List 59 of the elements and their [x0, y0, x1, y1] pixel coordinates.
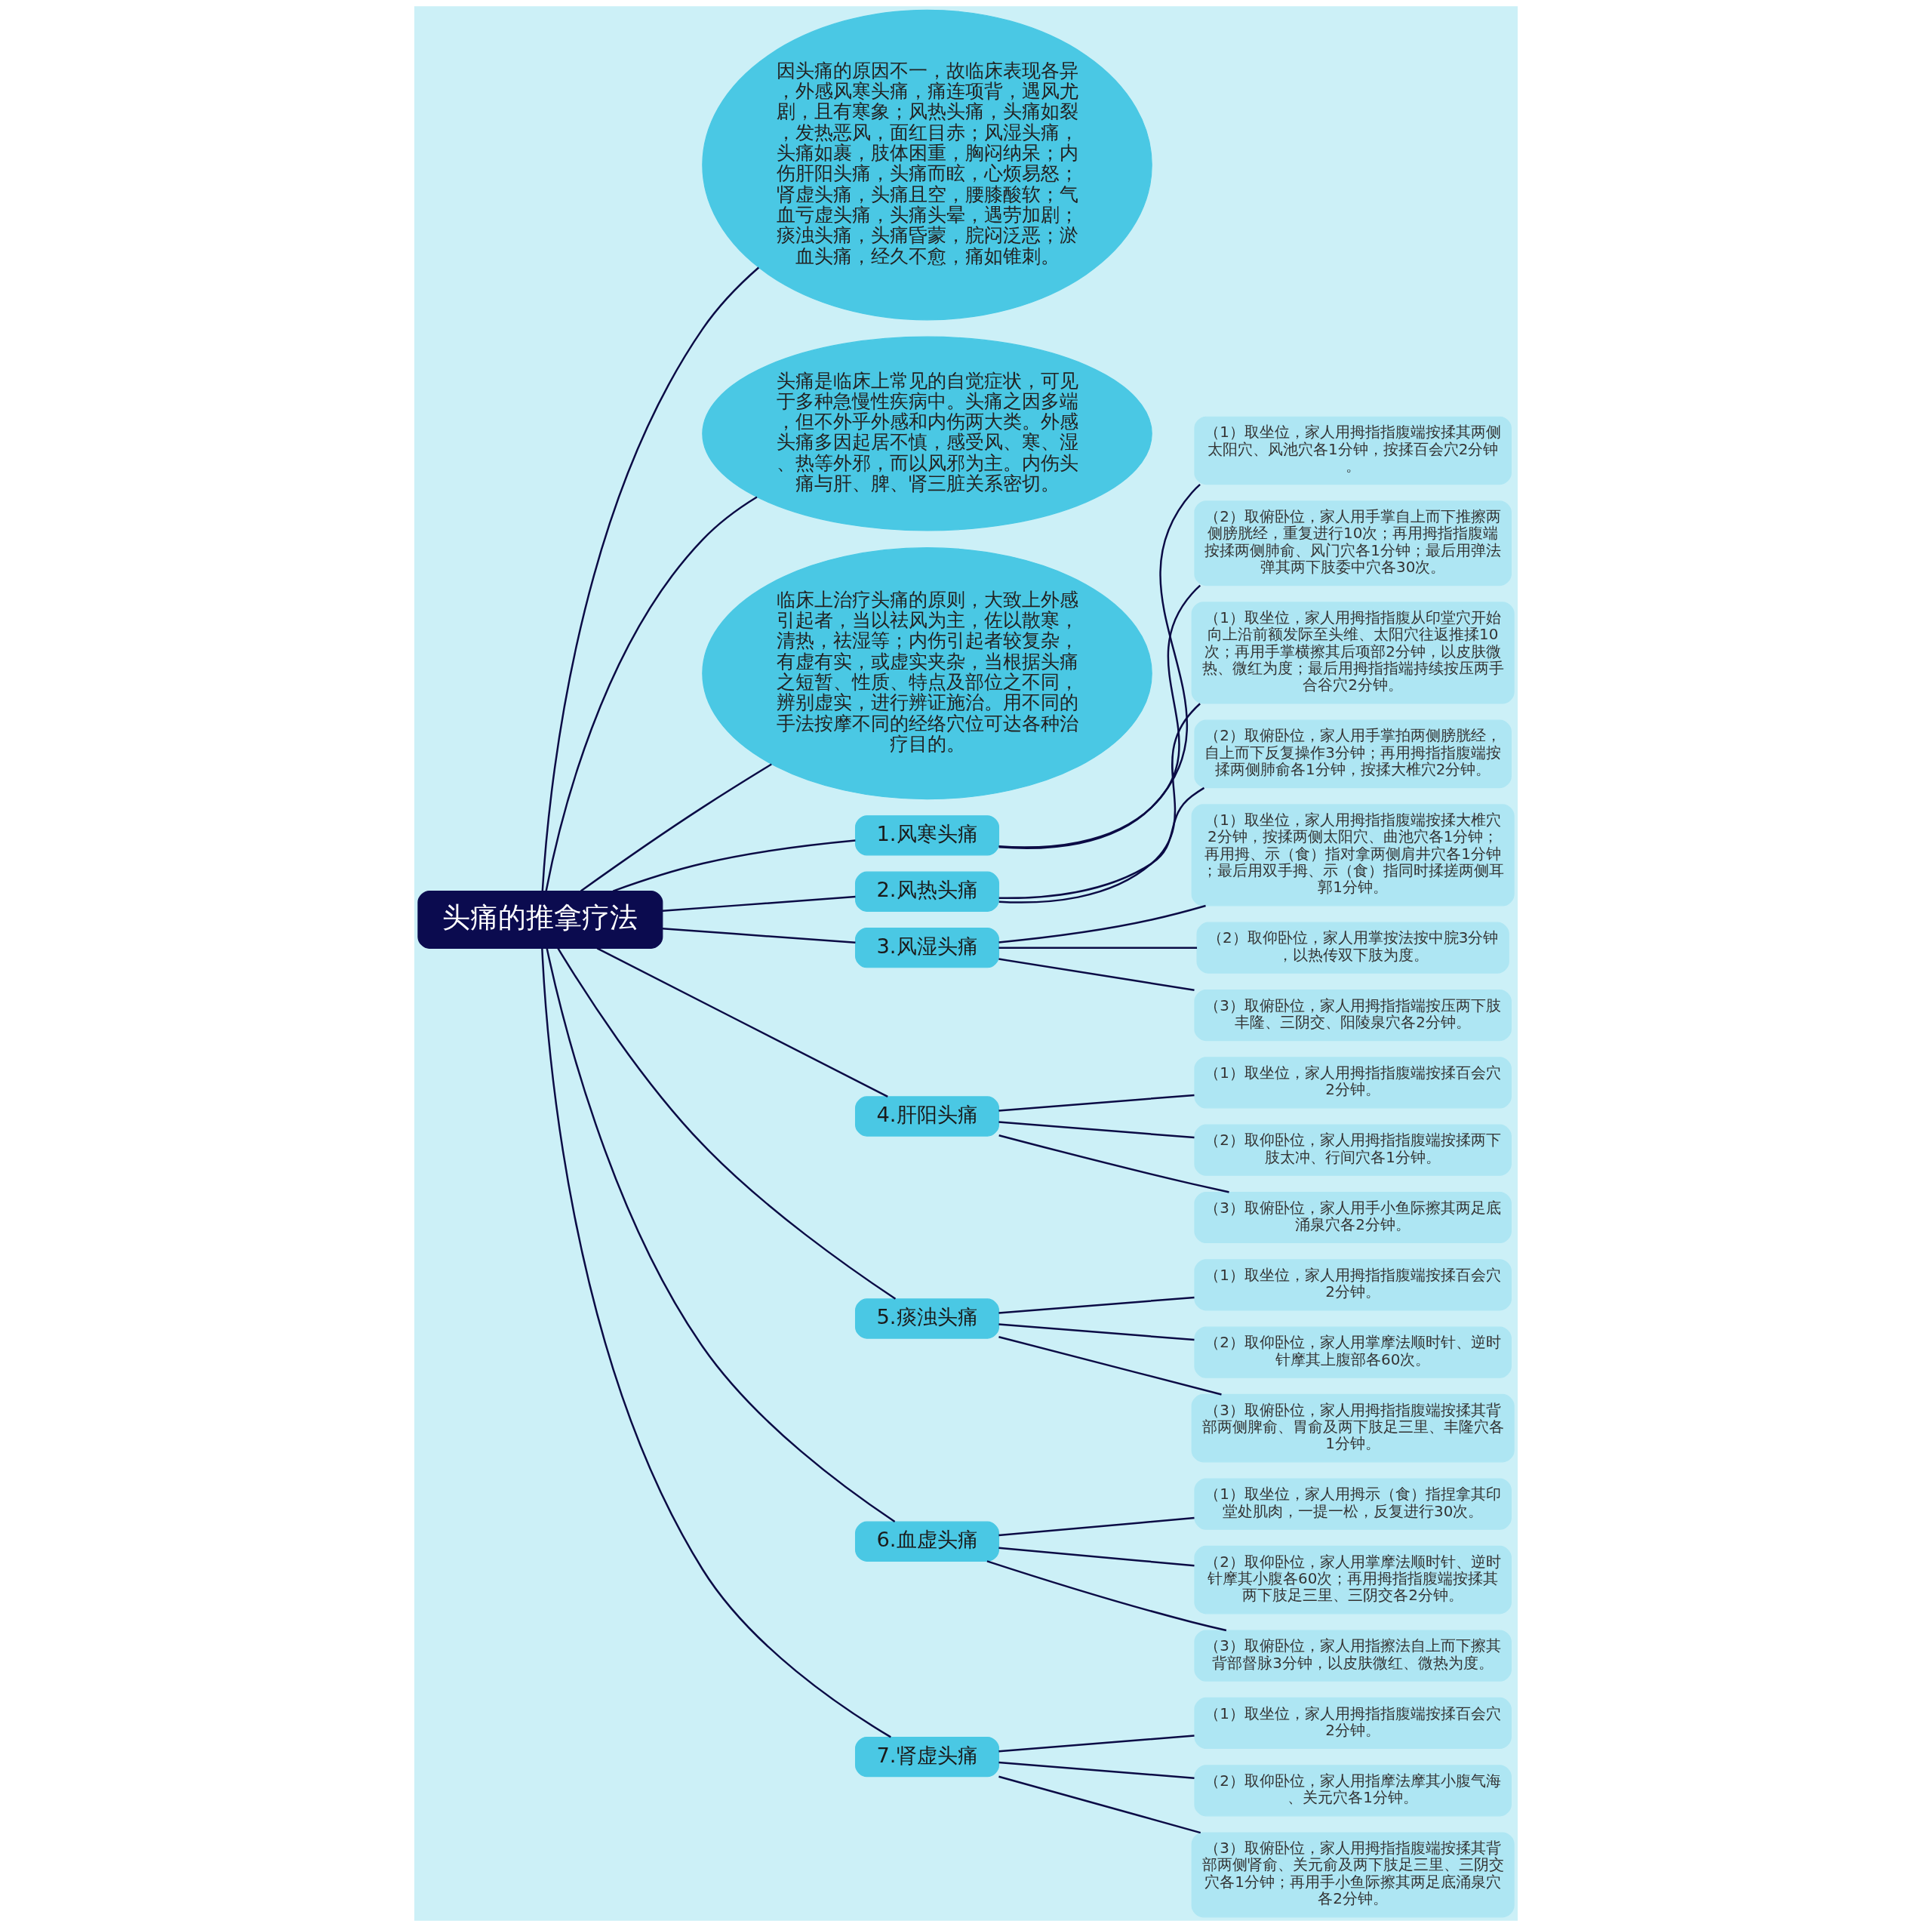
node-box: （3）取俯卧位，家人用拇指指腹端按揉其背部两侧脾俞、胃俞及两下肢足三里、丰隆穴各1分钟。 [1191, 1393, 1515, 1463]
connector [998, 584, 1201, 848]
connector [546, 948, 896, 1522]
connector [998, 703, 1201, 903]
connector [998, 1121, 1195, 1139]
connector [662, 895, 856, 912]
node-box: （3）取俯卧位，家人用拇指指端按压两下肢丰隆、三阴交、阳陵泉穴各2分钟。 [1194, 989, 1512, 1042]
node-box: （2）取俯卧位，家人用手掌自上而下推擦两侧膀胱经，重复进行10次；再用拇指指腹端按揉两侧肺俞、风门穴各1分钟；最后用弹法弹其两下肢委中穴各30次。 [1194, 500, 1512, 586]
node-box: （2）取仰卧位，家人用掌摩法顺时针、逆时针摩其上腹部各60次。 [1194, 1326, 1512, 1378]
connector [998, 958, 1195, 992]
node-box: （1）取坐位，家人用拇指指腹端按揉其两侧太阳穴、风池穴各1分钟，按揉百会穴2分钟。 [1194, 416, 1512, 485]
node-box: （2）取仰卧位，家人用指摩法摩其小腹气海、关元穴各1分钟。 [1194, 1765, 1512, 1817]
node-box: （3）取俯卧位，家人用手小鱼际擦其两足底涌泉穴各2分钟。 [1194, 1191, 1512, 1244]
node-ellipse: 临床上治疗头痛的原则，大致上外感引起者，当以祛风为主，佐以散寒，清热，祛湿等；内伤引起者较复杂，有虚有实，或虚实夹杂，当根据头痛之短暂、性质、特点及部位之不同，辨别虚实，进行辨证施治。用不同的手法按摩不同的经络穴位可达各种治疗目的。 [702, 547, 1152, 800]
connector [612, 839, 856, 892]
node-box: （2）取仰卧位，家人用掌摩法顺时针、逆时针摩其小腹各60次；再用拇指指腹端按揉其两下肢足三里、三阴交各2分钟。 [1194, 1545, 1512, 1615]
node-box: （3）取俯卧位，家人用拇指指腹端按揉其背部两侧肾俞、关元俞及两下肢足三里、三阴交穴各1分钟；再用手小鱼际擦其两足底涌泉穴各2分钟。 [1191, 1832, 1515, 1918]
node-box: 头痛的推拿疗法 [417, 891, 663, 949]
node-ellipse: 因头痛的原因不一，故临床表现各异，外感风寒头痛，痛连项背，遇风尤剧，且有寒象；风热头痛，头痛如裂，发热恶风，面红目赤；风湿头痛，头痛如裹，肢体困重，胸闷纳呆；内伤肝阳头痛，头痛而眩，心烦易怒；肾虚头痛，头痛且空，腰膝酸软；气血亏虚头痛，头痛头晕，遇劳加剧；痰浊头痛，头痛昏蒙，脘闷泛恶；淤血头痛，经久不愈，痛如锥刺。 [702, 9, 1152, 321]
connector [596, 947, 888, 1098]
connector [662, 927, 856, 944]
node-box: 2.风热头痛 [855, 871, 1000, 912]
connector [545, 496, 758, 891]
connector [998, 1547, 1195, 1567]
node-box: （2）取仰卧位，家人用拇指指腹端按揉两下肢太冲、行间穴各1分钟。 [1194, 1124, 1512, 1176]
node-box: （1）取坐位，家人用拇指指腹端按揉百会穴2分钟。 [1194, 1259, 1512, 1311]
connector [998, 1336, 1222, 1396]
connector [998, 1775, 1201, 1834]
connector [557, 947, 897, 1300]
connector [998, 1516, 1195, 1537]
connector [998, 1296, 1195, 1314]
node-box: 1.风寒头痛 [855, 815, 1000, 856]
node-box: 5.痰浊头痛 [855, 1298, 1000, 1339]
node-box: （1）取坐位，家人用拇示（食）指捏拿其印堂处肌肉，一提一松，反复进行30次。 [1194, 1478, 1512, 1530]
node-box: （3）取俯卧位，家人用指擦法自上而下擦其背部督脉3分钟，以皮肤微红、微热为度。 [1194, 1630, 1512, 1682]
connector [998, 1094, 1195, 1112]
connector [986, 1560, 1227, 1632]
node-box: 6.血虚头痛 [855, 1521, 1000, 1562]
connector [541, 266, 760, 891]
connector [998, 484, 1201, 849]
connector [998, 1323, 1195, 1341]
node-ellipse: 头痛是临床上常见的自觉症状，可见于多种急慢性疾病中。头痛之因多端，但不外乎外感和内伤两大类。外感头痛多因起居不慎，感受风、寒、湿、热等外邪，而以风邪为主。内伤头痛与肝、脾、肾三脏关系密切。 [702, 336, 1152, 531]
connector [998, 904, 1206, 943]
node-box: 3.风湿头痛 [855, 928, 1000, 968]
node-box: （1）取坐位，家人用拇指指腹端按揉百会穴2分钟。 [1194, 1057, 1512, 1109]
connector [998, 947, 1198, 949]
connector [541, 948, 891, 1738]
node-box: （1）取坐位，家人用拇指指腹从印堂穴开始向上沿前额发际至头维、太阳穴往返推揉10次；再用手掌横擦其后项部2分钟，以皮肤微热、微红为度；最后用拇指指端持续按压两手合谷穴2分钟。 [1191, 602, 1515, 704]
connector [998, 1761, 1195, 1779]
node-box: 4.肝阳头痛 [855, 1096, 1000, 1137]
node-box: （1）取坐位，家人用拇指指腹端按揉百会穴2分钟。 [1194, 1697, 1512, 1750]
connector [580, 763, 772, 892]
connector [998, 1735, 1195, 1753]
node-box: （2）取俯卧位，家人用手掌拍两侧膀胱经，自上而下反复操作3分钟；再用拇指指腹端按揉两侧肺俞各1分钟，按揉大椎穴2分钟。 [1194, 719, 1512, 789]
connector [998, 786, 1205, 900]
node-box: （2）取仰卧位，家人用掌按法按中脘3分钟，以热传双下肢为度。 [1196, 922, 1509, 974]
node-box: （1）取坐位，家人用拇指指腹端按揉大椎穴2分钟，按揉两侧太阳穴、曲池穴各1分钟；再用拇、示（食）指对拿两侧肩井穴各1分钟；最后用双手拇、示（食）指同时揉搓两侧耳郭1分钟。 [1191, 804, 1515, 907]
node-box: 7.肾虚头痛 [855, 1736, 1000, 1778]
connector [998, 1134, 1229, 1193]
